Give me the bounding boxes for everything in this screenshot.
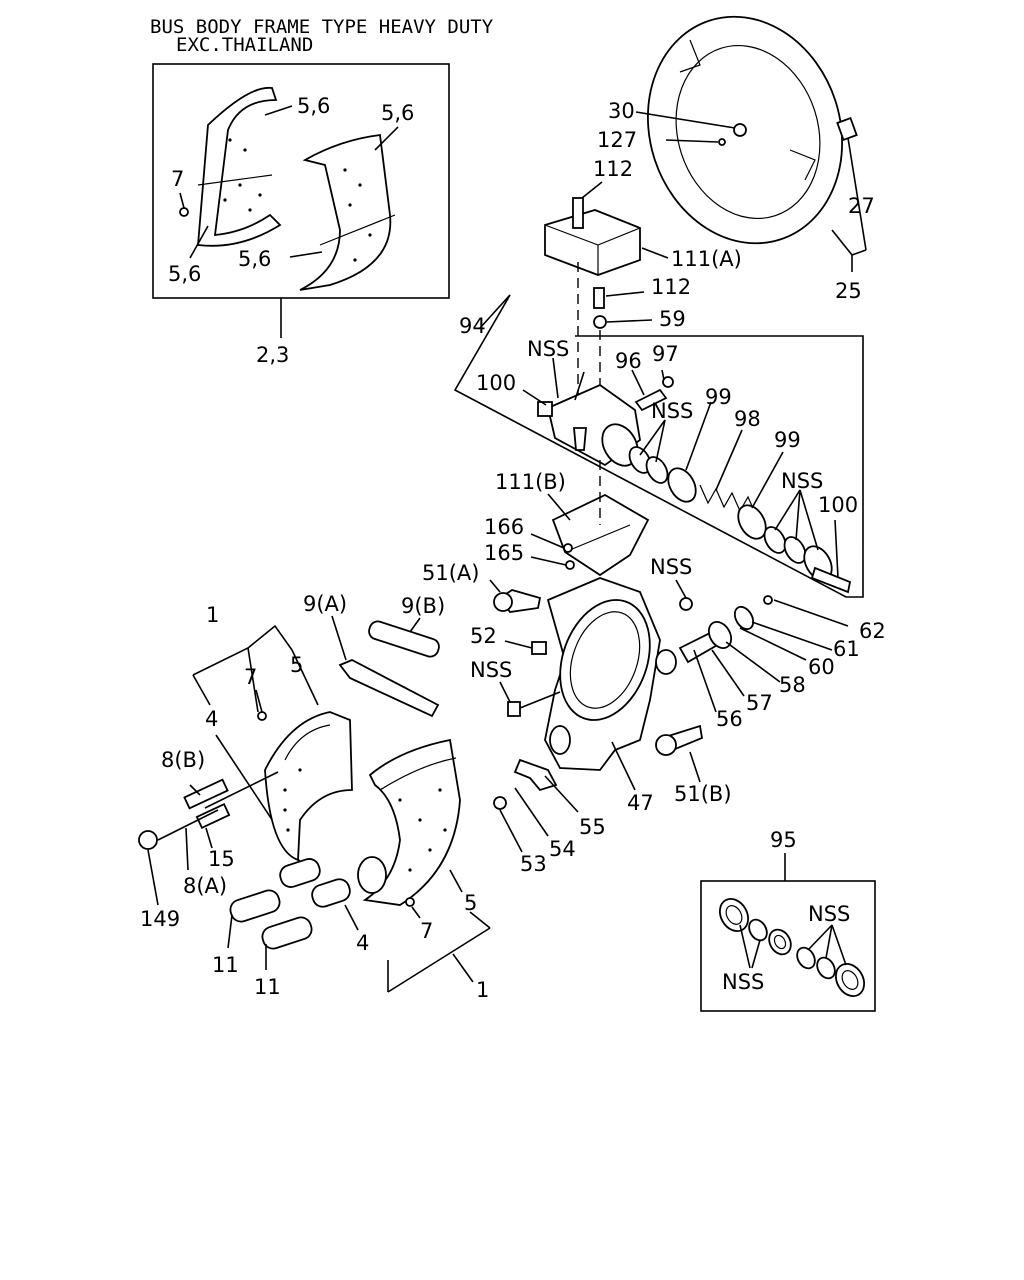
label-7-inset: 7 — [171, 167, 184, 191]
label-98: 98 — [734, 407, 761, 431]
label-nss-cylinder: NSS — [527, 337, 569, 361]
label-8a: 8(A) — [183, 874, 227, 898]
brake-lining-inset — [152, 63, 450, 338]
label-53: 53 — [520, 852, 547, 876]
label-nss-kit-right: NSS — [808, 902, 850, 926]
label-55: 55 — [579, 815, 606, 839]
label-62: 62 — [859, 619, 886, 643]
label-47: 47 — [627, 791, 654, 815]
label-27: 27 — [848, 194, 875, 218]
label-94: 94 — [459, 314, 486, 338]
label-5-6-mid: 5,6 — [238, 247, 271, 271]
label-111b: 111(B) — [495, 470, 566, 494]
label-127: 127 — [597, 128, 637, 152]
wheel-cylinder-assembly — [453, 294, 864, 598]
label-99-right: 99 — [774, 428, 801, 452]
label-7-upper: 7 — [244, 665, 257, 689]
label-112-top: 112 — [593, 157, 633, 181]
label-11-upper: 11 — [212, 953, 239, 977]
label-15: 15 — [208, 847, 235, 871]
label-60: 60 — [808, 655, 835, 679]
label-99-left: 99 — [705, 385, 732, 409]
label-25: 25 — [835, 279, 862, 303]
label-51b: 51(B) — [674, 782, 732, 806]
label-4-lower: 4 — [356, 931, 369, 955]
label-7-lower: 7 — [420, 919, 433, 943]
brake-shoe-assembly — [138, 615, 491, 993]
label-58: 58 — [779, 673, 806, 697]
label-166: 166 — [484, 515, 524, 539]
label-61: 61 — [833, 637, 860, 661]
label-5-6-top: 5,6 — [297, 94, 330, 118]
label-nss-seals: NSS — [651, 399, 693, 423]
label-5-6-right: 5,6 — [381, 101, 414, 125]
label-57: 57 — [746, 691, 773, 715]
cover-111b — [530, 460, 650, 577]
label-95: 95 — [770, 828, 797, 852]
label-54: 54 — [549, 837, 576, 861]
label-9a: 9(A) — [303, 592, 347, 616]
label-56: 56 — [716, 707, 743, 731]
label-100-left: 100 — [476, 371, 516, 395]
label-5-6-left: 5,6 — [168, 262, 201, 286]
label-30: 30 — [608, 99, 635, 123]
label-5-upper: 5 — [290, 653, 303, 677]
label-8b: 8(B) — [161, 748, 205, 772]
label-5-lower: 5 — [464, 891, 477, 915]
label-59: 59 — [659, 307, 686, 331]
anchor-bracket — [489, 577, 849, 853]
diagram-subtitle: EXC.THAILAND — [176, 34, 313, 56]
label-97: 97 — [652, 342, 679, 366]
label-11-lower: 11 — [254, 975, 281, 999]
cover-111a — [544, 181, 669, 420]
label-1-top: 1 — [206, 603, 219, 627]
label-2-3: 2,3 — [256, 343, 289, 367]
diagram-title: BUS BODY FRAME TYPE HEAVY DUTY — [150, 16, 494, 38]
label-100-right: 100 — [818, 493, 858, 517]
label-149: 149 — [140, 907, 180, 931]
label-nss-kit-left: NSS — [722, 970, 764, 994]
label-96: 96 — [615, 349, 642, 373]
label-nss-nut: NSS — [650, 555, 692, 579]
label-165: 165 — [484, 541, 524, 565]
label-51a: 51(A) — [422, 561, 479, 585]
label-111a: 111(A) — [671, 247, 742, 271]
label-nss-bolt: NSS — [470, 658, 512, 682]
label-1-bottom: 1 — [476, 978, 489, 1002]
label-4-upper: 4 — [205, 707, 218, 731]
label-nss-right: NSS — [781, 469, 823, 493]
label-112-lower: 112 — [651, 275, 691, 299]
seal-kit-inset — [700, 853, 876, 1012]
label-52: 52 — [470, 624, 497, 648]
label-9b: 9(B) — [401, 594, 445, 618]
backing-plate — [635, 15, 867, 272]
